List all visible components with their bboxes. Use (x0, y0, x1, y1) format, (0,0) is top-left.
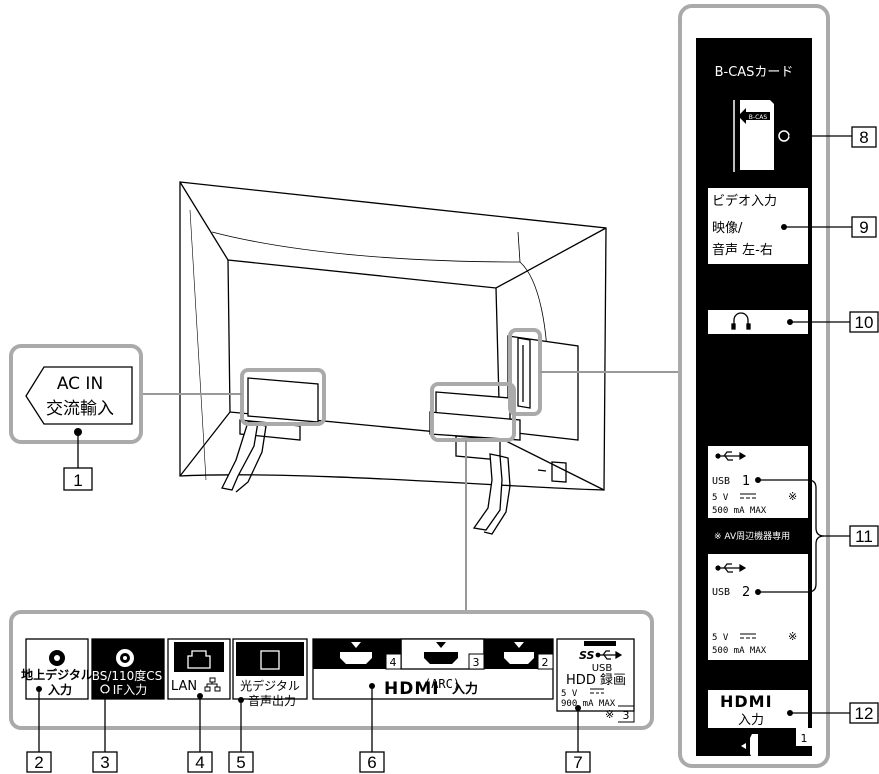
port-optical: 光デジタル 音声出力 (232, 638, 308, 708)
dc-symbol (740, 633, 756, 639)
terrestrial-label: 地上デジタル (21, 667, 93, 682)
usb3-label: USB (592, 663, 613, 674)
bottom-callout-leaders (38, 686, 579, 752)
usb1-current: 500 mA MAX (712, 506, 767, 516)
usb-icon (715, 563, 747, 573)
bcas-card-label: B-CAS (749, 114, 768, 121)
port-lan: LAN (167, 638, 231, 700)
ac-in-label-jp: 交流輸入 (46, 399, 114, 419)
callout-9: 9 (859, 218, 868, 237)
port-usb-hdd: SS USB HDD 録画 5 V 900 mA MAX ※ 3 (556, 638, 635, 723)
av-note: ※ AV周辺機器専用 (714, 530, 790, 542)
superspeed-label: SS (579, 649, 595, 662)
bottom-callouts: 2 3 4 5 6 7 (26, 751, 591, 773)
side-hdmi-num: 1 (801, 732, 808, 745)
callout-12: 12 (855, 704, 874, 723)
usb2-current: 500 mA MAX (712, 646, 767, 656)
usb3-voltage: 5 V (561, 689, 578, 699)
callout-8: 8 (859, 128, 868, 147)
dc-symbol (590, 688, 604, 694)
callout-10: 10 (855, 313, 874, 332)
hdmi-input-label: 入力 (452, 681, 478, 697)
network-icon (204, 677, 221, 692)
side-callouts: 8 9 10 11 12 (849, 126, 879, 724)
port-terrestrial: 地上デジタル 入力 (21, 638, 93, 700)
usb1-label: USB (712, 476, 730, 487)
tv-stand-right (472, 453, 511, 535)
headphone-icon (731, 312, 751, 330)
lan-label: LAN (171, 679, 197, 694)
usb-icon (595, 650, 623, 660)
side-callout-leaders (758, 135, 852, 714)
usb3-current: 900 mA MAX (561, 699, 616, 709)
video-input-line1: 映像/ (712, 221, 743, 236)
bs-label-2: IF入力 (113, 683, 147, 697)
usb2-num: 2 (742, 585, 750, 600)
bs-label: BS/110度CS (92, 668, 163, 683)
video-input-line2: 音声 左-右 (712, 242, 773, 258)
side-hdmi-logo: HDMI (720, 692, 773, 711)
hdd-label: HDD 録画 (566, 673, 626, 688)
hdmi-arc-label: (ARC) (424, 677, 460, 691)
port-bs-cs: BS/110度CS IF入力 (91, 638, 165, 700)
callout-3: 3 (100, 753, 109, 772)
callout-4: 4 (195, 753, 204, 772)
side-panel: B-CASカード B-CAS ビデオ入力 映像/ 音声 左-右 (678, 4, 830, 768)
usb2-note: ※ (788, 630, 797, 643)
bottom-port-panel: 地上デジタル 入力 BS/110度CS IF入力 LAN (9, 610, 654, 730)
hdmi-port-4: 4 (390, 656, 397, 669)
usb2-voltage: 5 V (712, 633, 729, 643)
usb3-port-num: 3 (623, 709, 630, 722)
bcas-slot: B-CAS (733, 100, 790, 172)
video-input-title: ビデオ入力 (712, 193, 777, 209)
terrestrial-label-2: 入力 (48, 682, 72, 697)
hdmi-port-3: 3 (473, 656, 480, 669)
usb3-note: ※ (605, 708, 614, 721)
usb1-voltage: 5 V (712, 493, 729, 503)
dc-symbol (740, 493, 756, 499)
callout-2: 2 (34, 753, 43, 772)
callout-7: 7 (573, 753, 582, 772)
callout-5: 5 (236, 753, 245, 772)
optical-label: 光デジタル (240, 678, 300, 693)
bcas-title: B-CASカード (715, 65, 794, 80)
connector-lines (140, 371, 683, 612)
ac-in-panel: AC IN 交流輸入 1 (9, 344, 143, 491)
usb2-label: USB (712, 587, 730, 598)
callout-11: 11 (855, 527, 873, 546)
hdmi-port-2: 2 (542, 656, 549, 669)
callout-6: 6 (367, 753, 376, 772)
usb-icon (715, 451, 747, 461)
hdmi-logo: HDMI (384, 679, 440, 699)
callout-1: 1 (73, 471, 82, 490)
optical-label-2: 音声出力 (248, 693, 296, 708)
usb1-num: 1 (742, 474, 750, 489)
ac-in-label: AC IN (57, 374, 103, 394)
side-hdmi-input: 入力 (738, 713, 764, 728)
usb1-note: ※ (788, 490, 797, 503)
port-hdmi-group: (ARC) 4 3 2 HDMI 入力 (312, 638, 554, 700)
